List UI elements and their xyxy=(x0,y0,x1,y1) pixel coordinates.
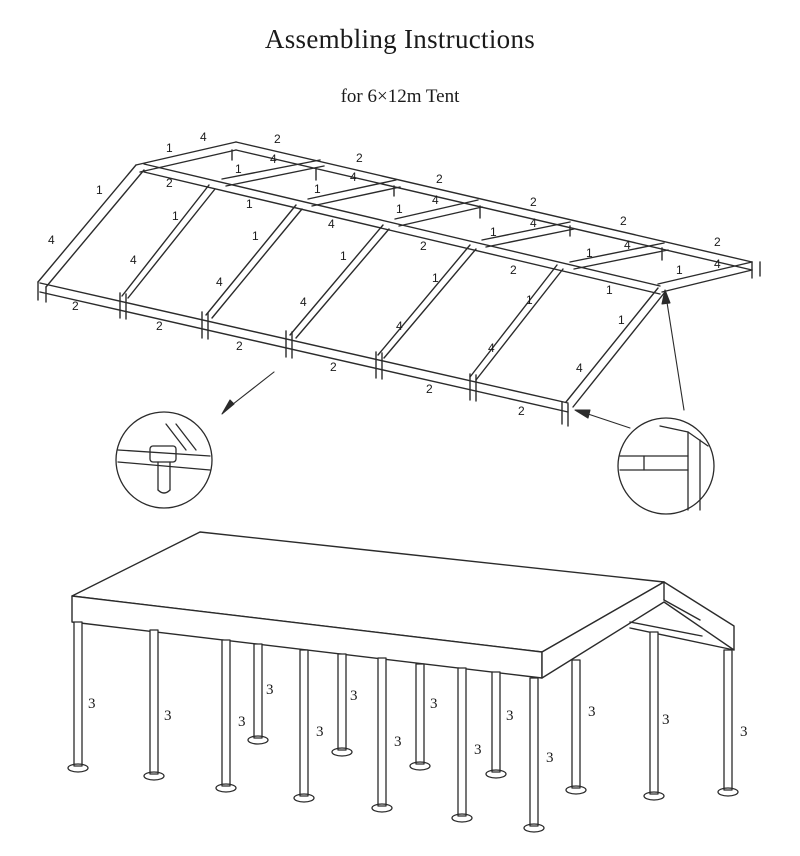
part-label: 2 xyxy=(436,172,443,186)
part-label: 4 xyxy=(576,361,583,375)
part-label: 1 xyxy=(96,183,103,197)
part-label: 2 xyxy=(510,263,517,277)
part-label: 4 xyxy=(300,295,307,309)
tent-canopy xyxy=(71,531,735,679)
leg-label: 3 xyxy=(430,696,438,712)
part-label: 4 xyxy=(350,170,357,184)
leg-label: 3 xyxy=(546,750,554,766)
part-label: 1 xyxy=(618,313,625,327)
leg-part-labels: 3 3 3 3 3 3 3 3 3 3 3 3 3 3 xyxy=(88,682,748,766)
part-label: 2 xyxy=(156,319,163,333)
leg-label: 3 xyxy=(740,724,748,740)
part-label: 2 xyxy=(236,339,243,353)
page-title: Assembling Instructions xyxy=(264,24,536,54)
part-label: 1 xyxy=(490,225,497,239)
part-label: 4 xyxy=(432,193,439,207)
part-label: 2 xyxy=(72,299,79,313)
part-label: 4 xyxy=(488,341,495,355)
part-label: 1 xyxy=(314,182,321,196)
part-label: 1 xyxy=(235,162,242,176)
part-label: 2 xyxy=(330,360,337,374)
part-label: 2 xyxy=(426,382,433,396)
leg-label: 3 xyxy=(316,724,324,740)
part-label: 2 xyxy=(714,235,721,249)
part-label: 1 xyxy=(676,263,683,277)
part-label: 4 xyxy=(396,319,403,333)
part-label: 4 xyxy=(48,233,55,247)
part-label: 1 xyxy=(340,249,347,263)
corner-detail-icon xyxy=(617,417,715,515)
part-label: 2 xyxy=(274,132,281,146)
leg-label: 3 xyxy=(588,704,596,720)
part-label: 2 xyxy=(166,176,173,190)
leg-label: 3 xyxy=(394,734,402,750)
part-label: 1 xyxy=(586,246,593,260)
arrow-icon xyxy=(221,289,685,429)
part-label: 4 xyxy=(270,152,277,166)
leg-label: 3 xyxy=(506,708,514,724)
part-label: 1 xyxy=(432,271,439,285)
part-label: 2 xyxy=(518,404,525,418)
part-label: 2 xyxy=(620,214,627,228)
leg-label: 3 xyxy=(164,708,172,724)
leg-label: 3 xyxy=(474,742,482,758)
leg-label: 3 xyxy=(266,682,274,698)
part-label: 4 xyxy=(130,253,137,267)
part-label: 4 xyxy=(624,238,631,252)
part-label: 1 xyxy=(606,283,613,297)
connector-detail-icon xyxy=(115,411,213,509)
part-label: 2 xyxy=(420,239,427,253)
part-label: 1 xyxy=(172,209,179,223)
part-label: 4 xyxy=(200,130,207,144)
part-label: 2 xyxy=(356,151,363,165)
part-label: 4 xyxy=(328,217,335,231)
part-label: 1 xyxy=(396,202,403,216)
leg-label: 3 xyxy=(88,696,96,712)
leg-label: 3 xyxy=(662,712,670,728)
leg-label: 3 xyxy=(238,714,246,730)
frame-part-labels: 1 4 2 1 4 2 1 4 2 1 4 2 1 4 2 1 4 2 1 4 … xyxy=(48,130,721,418)
part-label: 1 xyxy=(246,197,253,211)
tent-frame xyxy=(37,141,761,427)
page-subtitle: for 6×12m Tent xyxy=(340,86,460,107)
part-label: 4 xyxy=(216,275,223,289)
tent-legs xyxy=(67,621,739,833)
part-label: 1 xyxy=(166,141,173,155)
part-label: 2 xyxy=(530,195,537,209)
part-label: 4 xyxy=(714,257,721,271)
leg-label: 3 xyxy=(350,688,358,704)
part-label: 1 xyxy=(526,293,533,307)
part-label: 1 xyxy=(252,229,259,243)
part-label: 4 xyxy=(530,216,537,230)
